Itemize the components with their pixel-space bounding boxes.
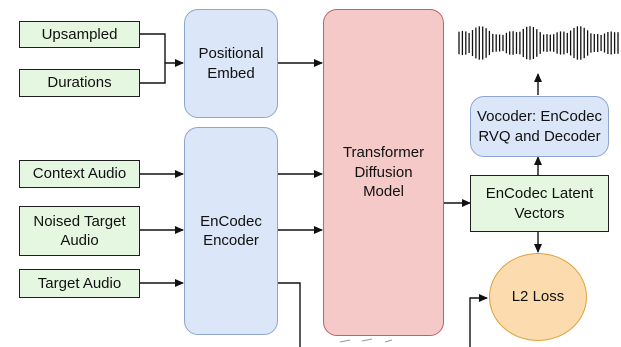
encodec-latent-vectors-box: EnCodec Latent Vectors xyxy=(470,175,609,232)
durations-input-box: Durations xyxy=(19,69,140,97)
bottom-edge-fragment xyxy=(339,338,393,343)
target-audio-input-box: Target Audio xyxy=(19,269,140,298)
audio-waveform-icon xyxy=(458,26,619,60)
positional-embed-box: Positional Embed xyxy=(184,9,278,118)
arrow-target-to-loss xyxy=(469,294,488,347)
l2-loss-node: L2 Loss xyxy=(489,253,587,341)
noised-target-audio-input-box: Noised Target Audio xyxy=(19,206,140,256)
line-encoder-target-down xyxy=(278,282,301,347)
transformer-diffusion-model-box: Transformer Diffusion Model xyxy=(323,9,444,336)
upsampled-input-box: Upsampled xyxy=(19,21,140,48)
encodec-encoder-box: EnCodec Encoder xyxy=(184,127,278,335)
arrow-upsampled-to-embed xyxy=(140,33,184,67)
arrow-durations-to-embed xyxy=(140,63,166,84)
vocoder-box: Vocoder: EnCodec RVQ and Decoder xyxy=(470,96,609,157)
context-audio-input-box: Context Audio xyxy=(19,160,140,188)
